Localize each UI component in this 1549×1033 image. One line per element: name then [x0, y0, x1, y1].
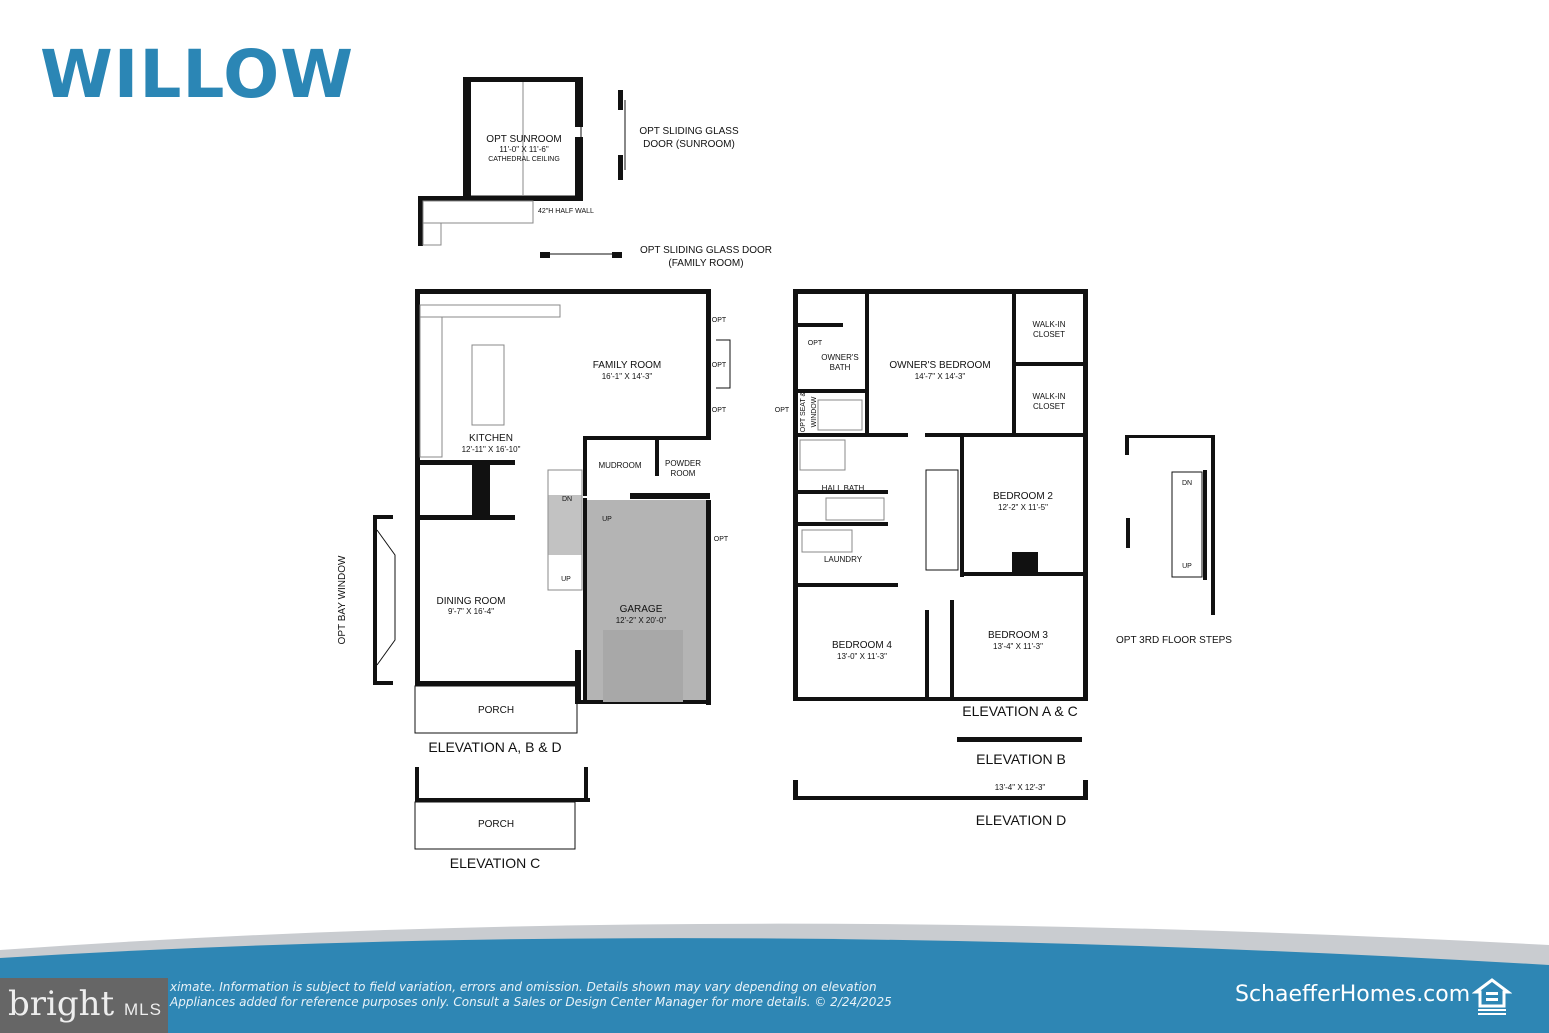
walk-in-closet-1-label-2: CLOSET — [1033, 330, 1065, 339]
sunroom-dim: 11'-0" X 11'-6" — [499, 145, 549, 154]
owners-bath-label-2: BATH — [830, 363, 851, 372]
opt-label: OPT — [712, 407, 727, 414]
third-stair-dn: DN — [1182, 480, 1192, 487]
owners-bath-label-1: OWNER'S — [821, 353, 859, 362]
sunroom-plan — [418, 77, 626, 258]
website-link[interactable]: SchaefferHomes.com — [1235, 982, 1471, 1007]
hall-bath-label: HALL BATH — [822, 484, 865, 493]
elevation-c-porch-label: PORCH — [478, 819, 514, 830]
elevation-d-label: ELEVATION D — [976, 812, 1067, 828]
third-stair-up: UP — [1182, 563, 1192, 570]
sunroom-note: CATHEDRAL CEILING — [488, 156, 560, 163]
dining-room-name: DINING ROOM — [437, 596, 506, 607]
seat-window-label-1: OPT SEAT & — [800, 391, 807, 432]
first-floor-plan — [373, 289, 731, 734]
elevation-b-label: ELEVATION B — [976, 751, 1066, 767]
stair-up-label: UP — [561, 576, 571, 583]
family-room-dim: 16'-1" X 14'-3" — [602, 372, 653, 381]
half-wall-label: 42"H HALF WALL — [538, 208, 594, 215]
garage-dim: 12'-2" X 20'-0" — [616, 616, 667, 625]
elevation-c-label: ELEVATION C — [450, 855, 541, 871]
family-room-name: FAMILY ROOM — [593, 360, 662, 371]
opt-label: OPT — [714, 536, 729, 543]
stair-up-label: UP — [602, 516, 612, 523]
kitchen-dim: 12'-11" X 16'-10" — [462, 445, 521, 454]
porch-fill — [414, 685, 578, 734]
garage-name: GARAGE — [620, 604, 663, 615]
equal-housing-opportunity-icon — [1471, 976, 1513, 1016]
opt-label: OPT — [712, 362, 727, 369]
elevation-c-plan — [414, 767, 590, 850]
third-floor-label: OPT 3RD FLOOR STEPS — [1116, 635, 1232, 646]
opt-label: OPT — [808, 340, 823, 347]
stair-dn-label: DN — [562, 496, 572, 503]
mudroom-label: MUDROOM — [598, 461, 641, 470]
disclaimer-line-1: ximate. Information is subject to field … — [170, 980, 877, 994]
porch-label: PORCH — [478, 705, 514, 716]
bedroom4-name: BEDROOM 4 — [832, 640, 892, 651]
elevation-d-plan — [793, 780, 1088, 800]
footer-band — [0, 938, 1549, 1033]
sliding-family-label-2: (FAMILY ROOM) — [668, 258, 743, 269]
walk-in-closet-2-label-2: CLOSET — [1033, 402, 1065, 411]
bedroom3-name: BEDROOM 3 — [988, 630, 1048, 641]
powder-room-label-1: POWDER — [665, 459, 701, 468]
opt-label: OPT — [712, 317, 727, 324]
elevation-b-wall — [957, 737, 1082, 742]
owners-bedroom-dim: 14'-7" X 14'-3" — [915, 372, 966, 381]
elevation-abd-label: ELEVATION A, B & D — [428, 739, 561, 755]
seat-window-label-2: WINDOW — [811, 396, 818, 427]
sliding-sunroom-label-1: OPT SLIDING GLASS — [639, 126, 739, 137]
laundry-label: LAUNDRY — [824, 555, 863, 564]
bay-window-label: OPT BAY WINDOW — [337, 555, 348, 644]
sliding-sunroom-label-2: DOOR (SUNROOM) — [643, 139, 735, 150]
owners-bedroom-name: OWNER'S BEDROOM — [889, 360, 990, 371]
sliding-family-label-1: OPT SLIDING GLASS DOOR — [640, 245, 772, 256]
plan-title: WILLOW — [40, 36, 355, 113]
bedroom2-dim: 12'-2" X 11'-5" — [998, 503, 1048, 512]
opt-label: OPT — [775, 407, 790, 414]
dining-room-dim: 9'-7" X 16'-4" — [448, 607, 494, 616]
kitchen-name: KITCHEN — [469, 433, 513, 444]
elevation-ac-label: ELEVATION A & C — [962, 703, 1077, 719]
disclaimer: ximate. Information is subject to field … — [170, 980, 892, 1010]
sunroom-name: OPT SUNROOM — [486, 134, 561, 145]
walk-in-closet-1-label-1: WALK-IN — [1032, 320, 1065, 329]
third-floor-steps-plan — [1125, 435, 1215, 615]
second-floor-plan — [793, 289, 1088, 701]
powder-room-label-2: ROOM — [671, 469, 696, 478]
bedroom4-dim: 13'-0" X 11'-3" — [837, 652, 887, 661]
disclaimer-line-2: Appliances added for reference purposes … — [170, 995, 892, 1009]
bedroom3-dim: 13'-4" X 11'-3" — [993, 642, 1043, 651]
bedroom2-name: BEDROOM 2 — [993, 491, 1053, 502]
walk-in-closet-2-label-1: WALK-IN — [1032, 392, 1065, 401]
elevation-d-dim: 13'-4" X 12'-3" — [995, 783, 1046, 792]
